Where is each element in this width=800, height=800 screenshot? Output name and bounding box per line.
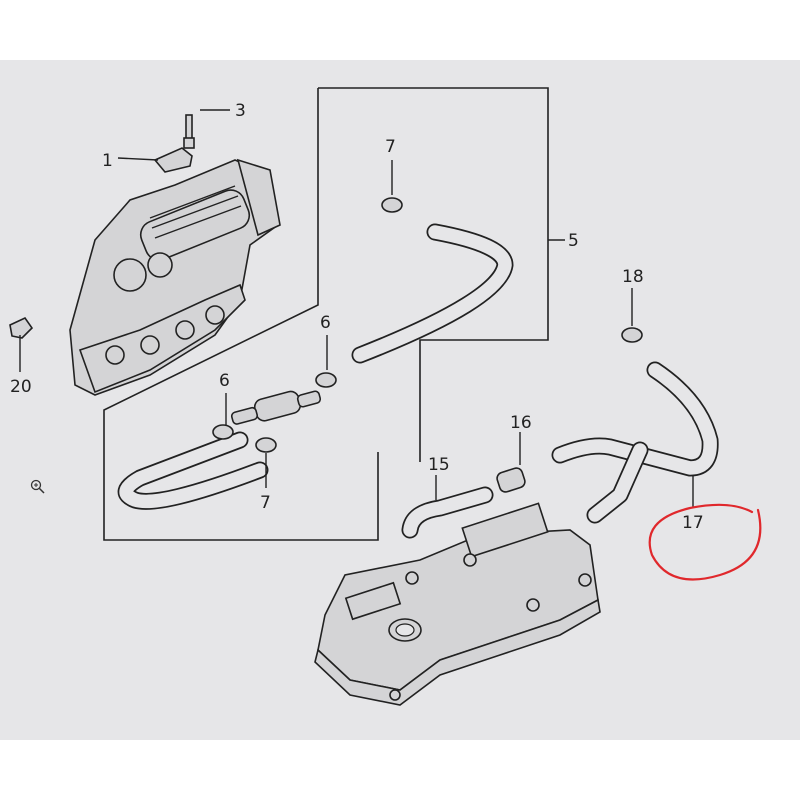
callout-labels: 1 3 5 6 6 7 7 15 16 17 18 20: [10, 101, 704, 533]
callout-16: 16: [510, 413, 532, 433]
hose-part-5: [351, 223, 514, 364]
callout-20: 20: [10, 377, 32, 397]
pcv-valve: [230, 390, 322, 425]
callout-15: 15: [428, 455, 450, 475]
callout-6b: 6: [219, 371, 230, 391]
callout-5: 5: [568, 231, 579, 251]
callout-17: 17: [682, 513, 704, 533]
sensor-part-1: [153, 114, 195, 173]
valve-part-16: [496, 467, 526, 493]
callout-18: 18: [622, 267, 644, 287]
highlight-circle: [648, 503, 762, 581]
callout-6a: 6: [320, 313, 331, 333]
clip-part-20: [9, 316, 34, 339]
assembly-frame-left: [103, 88, 379, 541]
hose-part-17: [551, 361, 719, 524]
callout-7a: 7: [385, 137, 396, 157]
leader-lines: [19, 109, 694, 508]
callout-7b: 7: [260, 493, 271, 513]
hose-part-15: [401, 486, 494, 539]
hose-lower-loop: [117, 431, 269, 510]
assembly-frame: [318, 87, 549, 462]
intake-manifold: [69, 158, 281, 396]
callout-1: 1: [102, 151, 113, 171]
valve-cover: [314, 502, 601, 706]
clips: [212, 197, 643, 453]
zoom-in-icon[interactable]: [30, 479, 45, 494]
callout-3: 3: [235, 101, 246, 121]
